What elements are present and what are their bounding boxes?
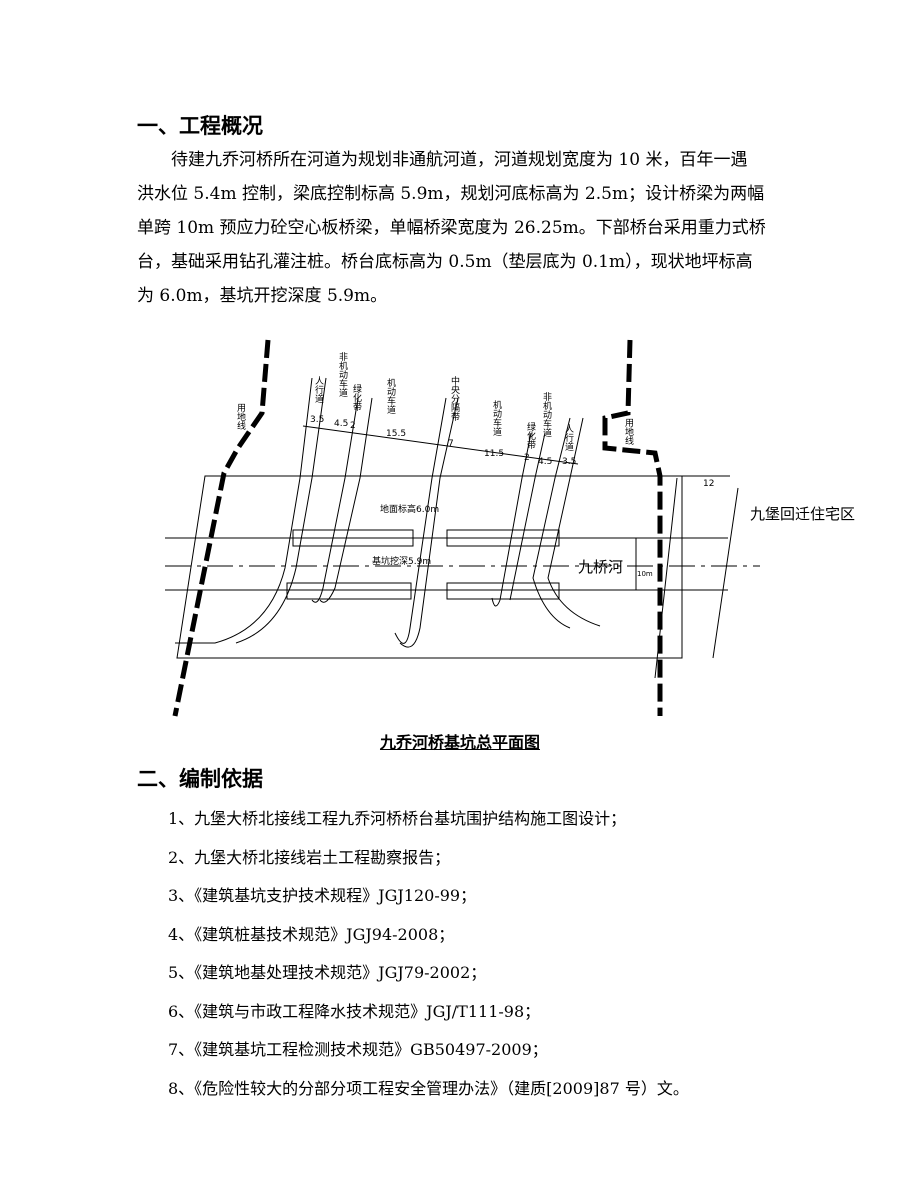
river-width-label: 10m: [637, 570, 653, 578]
section-1-heading: 一、工程概况: [137, 114, 263, 138]
motor-right-width: 11.5: [484, 449, 504, 459]
green-right-label: 绿化带: [525, 421, 536, 450]
dimension-12-label: 12: [703, 479, 714, 489]
reference-list: 1、九堡大桥北接线工程九乔河桥桥台基坑围护结构施工图设计； 2、九堡大桥北接线岩…: [168, 800, 689, 1108]
pit-plan-drawing: 用地线 人行道 3.5 非机动车道 4.5 绿化带 2 机动车道 15.5 中央…: [165, 339, 855, 717]
lane-line: [175, 377, 313, 644]
reference-item: 3、《建筑基坑支护技术规程》JGJ120-99；: [168, 886, 477, 905]
reference-item: 1、九堡大桥北接线工程九乔河桥桥台基坑围护结构施工图设计；: [168, 809, 627, 828]
section-2-heading: 二、编制依据: [137, 767, 263, 791]
abutment-south-left: [286, 582, 412, 600]
green-left-width: 2: [350, 421, 356, 431]
land-boundary-right: [602, 339, 663, 716]
lane-line: [532, 417, 571, 629]
reference-item: 5、《建筑地基处理技术规范》JGJ79-2002；: [168, 963, 487, 982]
sidewalk-left-label: 人行道: [313, 376, 324, 404]
lane-line: [394, 397, 447, 644]
sidewalk-right-width: 3.5: [562, 457, 576, 467]
paragraph-line: 为 6.0m，基坑开挖深度 5.9m。: [137, 286, 388, 306]
land-line-right-label: 用地线: [623, 418, 634, 445]
nonmotor-left-width: 4.5: [334, 419, 348, 429]
lane-line: [399, 397, 459, 648]
land-boundary-left: [172, 339, 271, 717]
reference-item: 6、《建筑与市政工程降水技术规范》JGJ/T111-98；: [168, 1001, 541, 1021]
median-width: 7: [448, 439, 454, 449]
paragraph-line: 单跨 10m 预应力砼空心板桥梁，单幅桥梁宽度为 26.25m。下部桥台采用重力…: [137, 218, 766, 238]
river-name-label: 九桥河: [578, 558, 623, 576]
lane-line: [311, 397, 359, 603]
paragraph-line: 待建九乔河桥所在河道为规划非通航河道，河道规划宽度为 10 米，百年一遇: [171, 150, 748, 170]
figure-caption: 九乔河桥基坑总平面图: [379, 733, 540, 752]
lane-line: [509, 432, 546, 601]
dimension-line: [302, 425, 579, 465]
paragraph-line: 洪水位 5.4m 控制，梁底控制标高 5.9m，规划河底标高为 2.5m；设计桥…: [137, 184, 765, 204]
pit-depth-label: 基坑挖深5.9m: [372, 555, 431, 567]
motor-right-label: 机动车道: [491, 399, 502, 437]
nonmotor-right-width: 4.5: [538, 457, 552, 467]
nonmotor-right-label: 非机动车道: [541, 391, 552, 438]
dimension-line: [712, 487, 739, 659]
residential-area-label: 九堡回迁住宅区: [750, 505, 855, 523]
motor-left-label: 机动车道: [385, 377, 396, 415]
green-left-label: 绿化带: [351, 383, 362, 412]
reference-item: 7、《建筑基坑工程检测技术规范》GB50497-2009；: [168, 1040, 548, 1059]
lane-line: [235, 377, 327, 644]
sidewalk-left-width: 3.5: [310, 415, 324, 425]
green-right-width: 2: [524, 453, 530, 463]
site-outline: [176, 475, 683, 659]
abutment-north-left: [292, 529, 414, 547]
paragraph-line: 台，基础采用钻孔灌注桩。桥台底标高为 0.5m（垫层底为 0.1m），现状地坪标…: [137, 252, 753, 272]
reference-item: 2、九堡大桥北接线岩土工程勘察报告；: [168, 847, 451, 867]
land-line-left-label: 用地线: [235, 403, 246, 430]
lane-line: [547, 417, 601, 627]
lane-line: [491, 432, 532, 607]
ground-elevation-label: 地面标高6.0m: [380, 503, 439, 515]
abutment-north-right: [446, 529, 560, 547]
median-label: 中央分隔带: [449, 375, 460, 422]
lane-line: [319, 397, 373, 603]
nonmotor-left-label: 非机动车道: [337, 351, 348, 398]
project-overview-paragraph: 待建九乔河桥所在河道为规划非通航河道，河道规划宽度为 10 米，百年一遇 洪水位…: [137, 143, 787, 313]
sidewalk-right-label: 人行道: [563, 424, 574, 452]
reference-item: 4、《建筑桩基技术规范》JGJ94-2008；: [168, 924, 455, 944]
motor-left-width: 15.5: [386, 429, 406, 439]
reference-item: 8、《危险性较大的分部分项工程安全管理办法》（建质[2009]87 号）文。: [168, 1078, 689, 1098]
